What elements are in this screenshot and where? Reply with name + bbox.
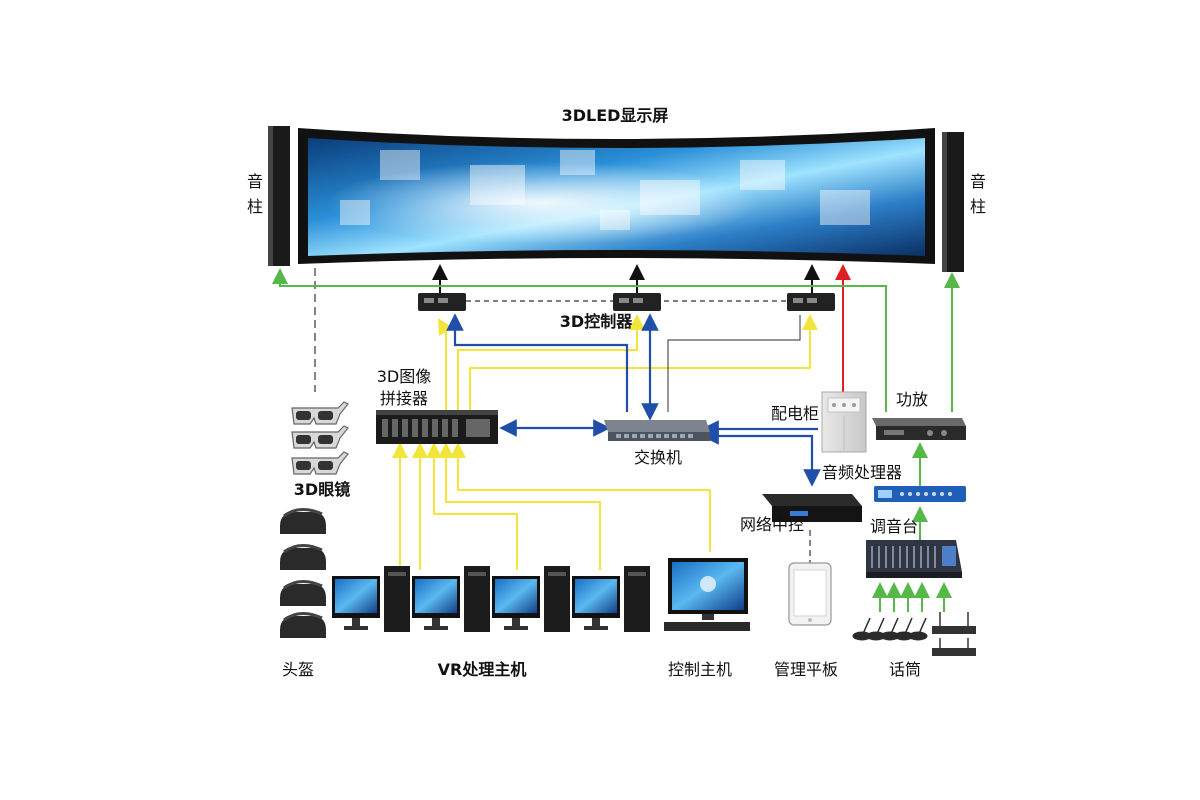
helmet-icon-1 — [280, 508, 326, 534]
controller-3d-left — [418, 293, 466, 311]
glasses-3d: 3D眼镜 — [291, 401, 350, 499]
controller-3d-center — [613, 293, 661, 311]
vr-host-4 — [572, 566, 650, 632]
audio-processor: 音频处理器 — [822, 463, 966, 502]
mixer: 调音台 — [866, 517, 962, 578]
network-switch: 交换机 — [604, 420, 710, 467]
glasses-icon-3 — [291, 451, 349, 475]
connections — [272, 264, 960, 612]
speaker-right: 音 柱 — [942, 132, 986, 272]
control-host: 控制主机 — [664, 558, 750, 679]
led-screen-label: 3DLED显示屏 — [562, 106, 669, 125]
helmet-icon-4 — [280, 612, 326, 638]
vr-host-1 — [332, 566, 410, 632]
amplifier-label: 功放 — [896, 390, 928, 409]
glasses-icon-1 — [291, 401, 349, 425]
switch-label: 交换机 — [634, 448, 682, 467]
amplifier: 功放 — [872, 390, 966, 440]
screen-blocks — [340, 150, 870, 230]
led-screen: 3DLED显示屏 — [298, 106, 935, 264]
vr-hosts: VR处理主机 — [332, 566, 650, 679]
image-splicer-label-2: 拼接器 — [380, 389, 428, 408]
glasses-3d-label: 3D眼镜 — [294, 480, 350, 499]
controller-3d-label: 3D控制器 — [560, 312, 633, 331]
speaker-left-label-1: 音 — [247, 172, 263, 191]
helmet-label: 头盔 — [282, 660, 314, 679]
mixer-label: 调音台 — [870, 517, 918, 536]
vr-host-2 — [412, 566, 490, 632]
audio-processor-label: 音频处理器 — [822, 463, 902, 482]
helmet-icon-3 — [280, 580, 326, 606]
network-control: 网络中控 — [740, 494, 862, 534]
management-tablet: 管理平板 — [774, 562, 838, 679]
speaker-right-label-2: 柱 — [970, 197, 986, 216]
image-splicer: 3D图像 拼接器 — [376, 367, 498, 444]
tablet-label: 管理平板 — [774, 660, 838, 679]
power-cabinet: 配电柜 — [771, 391, 867, 453]
wireless-mic-receiver — [932, 612, 976, 656]
power-cabinet-label: 配电柜 — [771, 404, 819, 423]
glasses-icon-2 — [291, 425, 349, 449]
network-control-label: 网络中控 — [740, 515, 804, 534]
control-host-label: 控制主机 — [668, 660, 732, 679]
microphones: 话筒 — [852, 612, 976, 679]
speaker-left: 音 柱 — [247, 126, 290, 266]
vr-hosts-label: VR处理主机 — [438, 660, 527, 679]
image-splicer-label-1: 3D图像 — [377, 367, 432, 386]
microphones-label: 话筒 — [889, 660, 921, 679]
controller-3d-right — [787, 293, 835, 311]
helmet-icon-2 — [280, 544, 326, 570]
speaker-left-label-2: 柱 — [247, 197, 263, 216]
vr-host-3 — [492, 566, 570, 632]
speaker-right-label-1: 音 — [970, 172, 986, 191]
helmets: 头盔 — [280, 508, 326, 679]
